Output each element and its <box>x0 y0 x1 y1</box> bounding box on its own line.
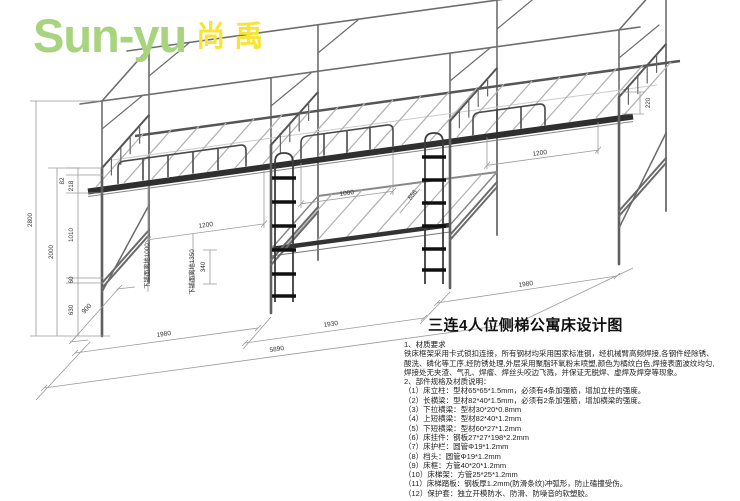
dim-82: 82 <box>59 177 66 185</box>
spec-line: （12）保护套：独立开模防水、防滑、防噪音的软塑胶。 <box>404 488 593 498</box>
dim-220: 220 <box>645 97 652 108</box>
spec-line: （9）床框：方管40*20*1.2mm <box>404 460 507 470</box>
dimension-lines <box>30 91 644 401</box>
guardrails <box>117 103 602 292</box>
spec-line: （11）床梯踏板：钢板厚1.2mm(防滑条纹)冲弧形，防止磕撞受伤。 <box>404 479 628 489</box>
spec-line: （2）长横梁：型材82*40*1.5mm，必须有2条加强筋，增加横梁的强度。 <box>404 395 646 405</box>
brand-logo: Sun-yu 尚禹 <box>33 8 272 63</box>
logo-cjk: 尚禹 <box>196 21 273 53</box>
dim-900: 900 <box>81 302 94 315</box>
technical-drawing: 82 218 1010 60 630 2000 2800 900 1980 19… <box>27 0 681 401</box>
dim-1980-right: 1980 <box>518 280 534 289</box>
front-beam-underline <box>87 121 634 197</box>
side-ladder-left <box>272 152 296 302</box>
callout-lower-left: 下铺面离地1000 <box>142 243 151 289</box>
dim-1200-right: 1200 <box>532 149 548 158</box>
dim-60: 60 <box>68 276 75 284</box>
dim-630: 630 <box>68 304 75 315</box>
dim-856: 856 <box>407 188 419 201</box>
spec-line: （10）床梯架：方管25*25*1.2mm <box>404 470 518 480</box>
lower-side-rails <box>101 132 667 293</box>
dim-340: 340 <box>200 261 207 272</box>
spec-line: 2、部件规格及材质说明： <box>404 377 491 387</box>
spec-line: 焊接处无夹渣、气孔、焊瘤、焊丝头咬边飞溅，并保证无脱焊、虚焊及焊穿等现象。 <box>404 367 682 377</box>
dim-1930: 1930 <box>323 320 339 329</box>
dim-2000: 2000 <box>48 245 55 260</box>
drawing-title: 三连4人位侧梯公寓床设计图 <box>428 317 623 334</box>
spec-line: （3）下拉横梁：型材30*20*0.8mm <box>404 405 522 415</box>
dim-5890: 5890 <box>269 345 285 354</box>
callout-lower-right: 下铺面离地1350 <box>187 249 196 295</box>
spec-line: （6）床挂件：钢板27*27*198*2.2mm <box>404 432 530 442</box>
logo-latin: Sun-yu <box>33 9 187 62</box>
spec-line: 1、材质要求 <box>404 340 446 349</box>
front-posts <box>100 95 621 338</box>
front-long-beam <box>87 113 634 195</box>
end-rails <box>101 43 667 176</box>
spec-line: 铁床框架采用卡式锁扣连接，所有钢材均采用国家标准钢，经机械臂高频焊接,各钢件经除… <box>404 349 714 359</box>
upper-deck-slats <box>95 61 672 188</box>
dim-1200-left: 1200 <box>198 221 214 230</box>
spec-line: （1）床立柱：型材65*65*1.5mm，必须有4条加强筋，增加立柱的强度。 <box>404 386 646 396</box>
side-ladder-right <box>422 132 446 284</box>
dim-1010: 1010 <box>68 228 75 243</box>
rear-posts <box>148 43 667 284</box>
dim-218: 218 <box>68 180 75 191</box>
spec-notes: 1、材质要求 铁床框架采用卡式锁扣连接，所有钢材均采用国家标准钢，经机械臂高频焊… <box>404 340 738 498</box>
spec-line: （5）下短横梁：型材60*27*1.2mm <box>404 423 522 433</box>
dim-1000: 1000 <box>339 189 355 198</box>
lower-bunk <box>270 171 498 257</box>
spec-line: （4）上短横梁：型材82*40*1.2mm <box>404 414 522 424</box>
spec-line: （8）档头：圆管Φ19*1.2mm <box>404 451 501 461</box>
canopy-frame <box>79 0 667 169</box>
spec-line: （7）床护栏：圆管Φ19*1.2mm <box>404 442 509 452</box>
spec-line: 酸洗、磷化等工序,经防锈处理,外层采用聚脂环氧粉末喷塑,颜色为橘纹白色,焊接表面… <box>404 358 715 368</box>
dim-1980-left: 1980 <box>156 330 172 339</box>
dim-2800: 2800 <box>27 213 34 228</box>
